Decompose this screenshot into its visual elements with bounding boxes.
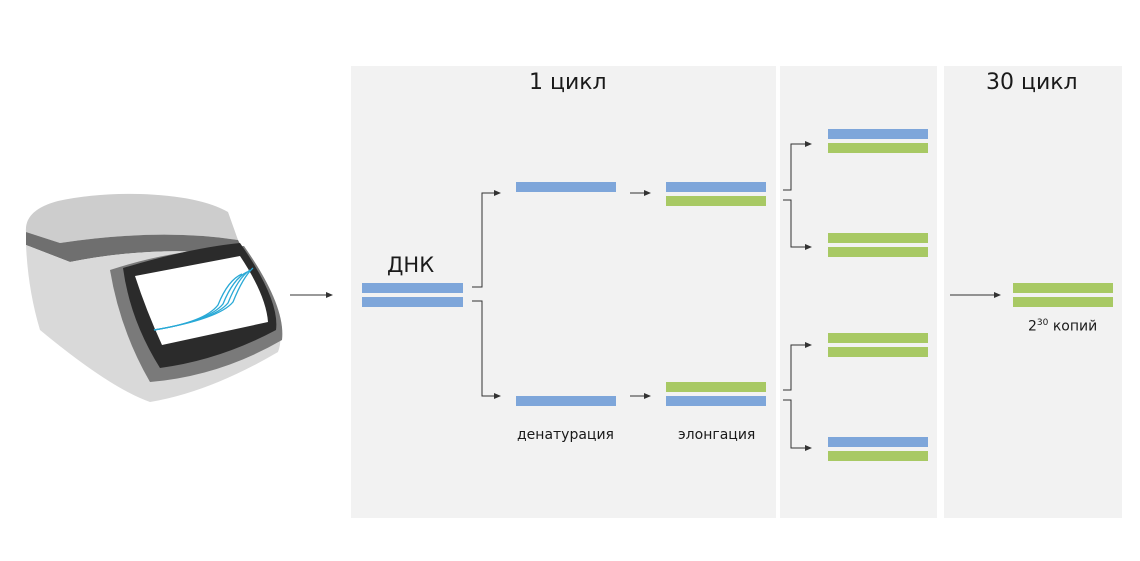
elongation-bottom-original	[666, 396, 766, 406]
pcr-thermocycler-icon	[25, 193, 283, 402]
cycle2-pair3-strand-a	[828, 333, 928, 343]
elongation-top-original	[666, 182, 766, 192]
cycle2-pair4-original	[828, 437, 928, 447]
dna-label: ДНК	[387, 253, 435, 277]
cycle2-pair2-strand-a	[828, 233, 928, 243]
final-copy-strand-a	[1013, 283, 1113, 293]
cycle-1-title: 1 цикл	[529, 70, 607, 95]
final-copy-strand-b	[1013, 297, 1113, 307]
copies-exponent: 30	[1036, 318, 1049, 328]
dna-strand-bottom	[362, 297, 463, 307]
elongation-top-new	[666, 196, 766, 206]
cycle2-pair1-new	[828, 143, 928, 153]
elongation-label: элонгация	[678, 427, 756, 443]
cycle-30-title: 30 цикл	[986, 70, 1078, 95]
copies-word: копий	[1052, 318, 1098, 335]
copies-base: 2	[1028, 318, 1037, 335]
denatured-strand-bottom	[516, 396, 616, 406]
denaturation-label: денатурация	[517, 427, 614, 443]
cycle2-pair3-strand-b	[828, 347, 928, 357]
cycle2-pair4-new	[828, 451, 928, 461]
elongation-bottom-new	[666, 382, 766, 392]
copies-label: 230 копий	[1028, 318, 1097, 335]
cycle2-pair2-strand-b	[828, 247, 928, 257]
dna-strand-top	[362, 283, 463, 293]
denatured-strand-top	[516, 182, 616, 192]
cycle2-pair1-original	[828, 129, 928, 139]
